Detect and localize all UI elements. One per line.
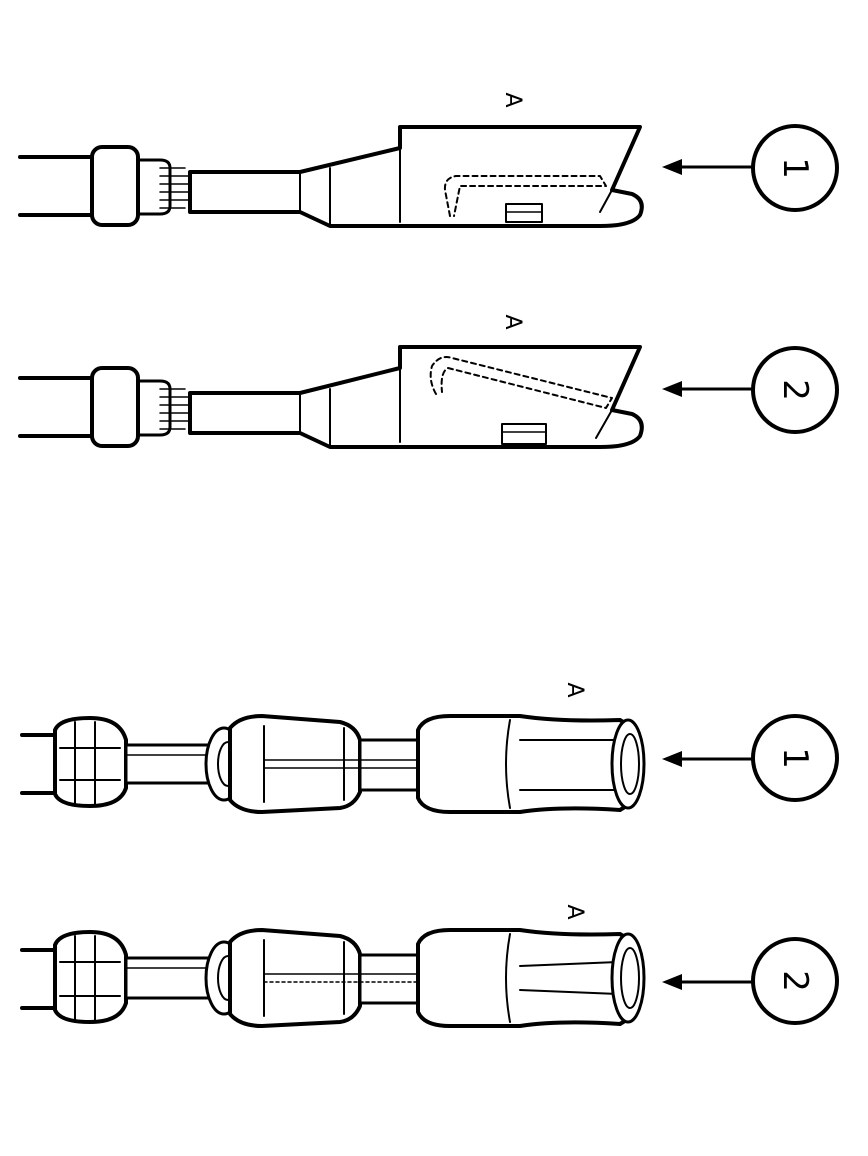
- arrow-head-icon: [662, 974, 682, 990]
- arrow-head-icon: [662, 751, 682, 767]
- callout-1-top: 1: [775, 157, 815, 179]
- round-terminal-2: A 2: [20, 904, 839, 1028]
- marker-a-4: A: [562, 904, 587, 919]
- flat-terminal-2: A 2: [18, 314, 839, 449]
- marker-a-2: A: [500, 314, 525, 329]
- callout-2-bottom: 2: [775, 970, 815, 992]
- round-terminal-1: A 1: [20, 682, 839, 814]
- arrow-head-icon: [662, 381, 682, 397]
- callout-2-top: 2: [775, 379, 815, 401]
- arrow-head-icon: [662, 159, 682, 175]
- callout-1-bottom: 1: [775, 747, 815, 769]
- flat-terminal-1: A 1: [18, 92, 839, 228]
- marker-a-1: A: [500, 92, 525, 107]
- marker-a-3: A: [562, 682, 587, 697]
